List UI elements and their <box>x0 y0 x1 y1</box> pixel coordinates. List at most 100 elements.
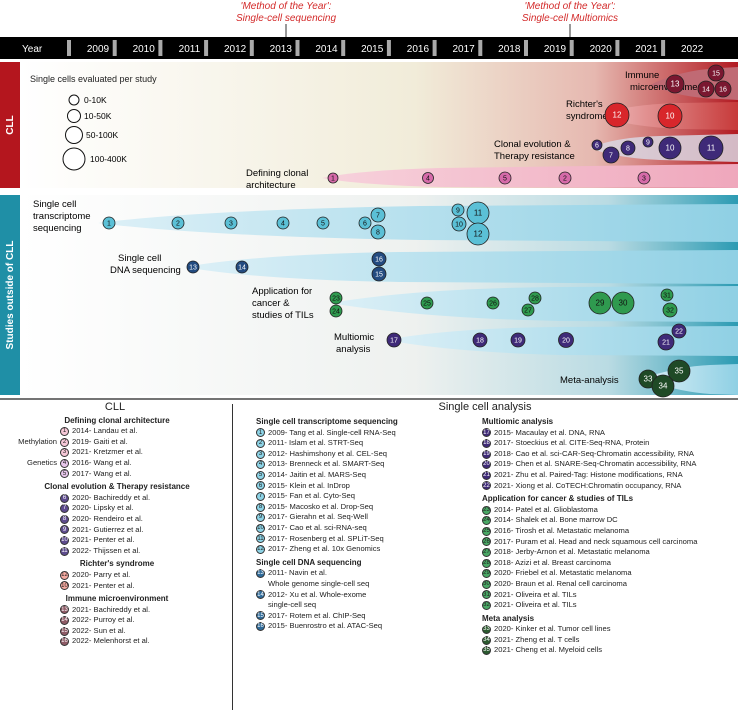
study-marker-label: 12 <box>474 230 483 239</box>
immune-label-1: Immune <box>625 70 659 81</box>
year-bar <box>0 37 738 59</box>
legend-number-11-icon: 11 <box>256 534 265 544</box>
sc-legend-text: 2017- Gierahn et al. Seq-Well <box>268 512 368 522</box>
study-marker-label: 6 <box>595 143 599 150</box>
cancer-label-2: cancer & <box>252 298 290 309</box>
study-marker-15: 15 <box>707 64 725 82</box>
legend-number-4-icon: 4 <box>60 458 69 468</box>
study-marker-label: 3 <box>229 221 233 228</box>
outside-side-label: Studies outside of CLL <box>5 241 16 350</box>
year-separator <box>204 40 209 56</box>
study-marker-7: 7 <box>370 207 386 223</box>
legend-number-12-icon: 12 <box>60 570 69 580</box>
legend-number-8-icon: 8 <box>256 502 265 512</box>
size-0-10k-icon <box>68 94 80 106</box>
size-100-400k-icon <box>62 147 86 171</box>
sc-legend-text: 2021- Xiong et al. CoTECH:Chromatin occu… <box>494 480 682 490</box>
cll-legend-text: 2022- Thijssen et al. <box>72 545 141 555</box>
study-marker-label: 23 <box>332 296 340 303</box>
year-separator <box>524 40 528 56</box>
year-separator <box>432 40 437 56</box>
sc-legend-text: 2017- Cao et al. sci-RNA-seq <box>268 522 367 532</box>
transcriptome-stream <box>98 204 738 242</box>
study-marker-label: 27 <box>524 308 532 315</box>
size-10-50k-label: 10-50K <box>84 111 112 121</box>
cll-side-band <box>0 62 20 188</box>
study-marker-label: 31 <box>663 293 671 300</box>
study-marker-label: 15 <box>712 71 720 78</box>
sc-legend-item-cont: Whole genome single-cell seq <box>256 579 476 590</box>
legend-number-6-icon: 6 <box>256 481 265 491</box>
study-marker-2: 2 <box>558 171 572 185</box>
study-marker-10: 10 <box>451 216 467 232</box>
study-marker-label: 7 <box>609 153 613 160</box>
study-marker-14: 14 <box>235 260 249 274</box>
legend-number-25-icon: 25 <box>482 526 491 536</box>
year-separator <box>67 40 71 56</box>
sc-legend-text: 2020- Braun et al. Renal cell carcinoma <box>494 578 627 588</box>
study-marker-3: 3 <box>224 216 238 230</box>
study-marker-label: 10 <box>666 112 675 121</box>
year-separator <box>341 40 346 56</box>
study-marker-label: 4 <box>281 221 285 228</box>
sc-legend-text: 2018- Azizi et al. Breast carcinoma <box>494 557 611 567</box>
size-10-50k-icon <box>67 109 81 123</box>
sc-group-title: Single cell DNA sequencing <box>256 557 362 567</box>
sc-legend-text: 2021- Oliveira et al. TILs <box>494 589 577 599</box>
study-marker-29: 29 <box>588 291 612 315</box>
study-marker-27: 27 <box>521 303 535 317</box>
year-bar-label: Year <box>22 44 43 55</box>
study-marker-label: 14 <box>238 265 246 272</box>
study-marker-1: 1 <box>102 216 116 230</box>
legend-number-14-icon: 14 <box>256 590 265 600</box>
sc-legend-text: 2021- Zhu et al. Paired-Tag: Histone mod… <box>494 469 683 479</box>
study-marker-label: 29 <box>596 299 605 308</box>
study-marker-label: 35 <box>675 367 684 376</box>
sc-legend-text: 2014- Patel et al. Glioblastoma <box>494 504 598 514</box>
year-separator <box>158 40 163 56</box>
study-marker-9: 9 <box>451 203 465 217</box>
sc-legend-text: 2020- Kinker et al. Tumor cell lines <box>494 624 611 634</box>
richter-label-2: syndrome <box>566 111 608 122</box>
study-marker-7: 7 <box>602 146 620 164</box>
sc-legend-text: 2017- Rotem et al. ChIP-Seq <box>268 610 366 620</box>
study-marker-label: 11 <box>707 144 716 153</box>
cll-group-title: Richter's syndrome <box>79 559 155 569</box>
dna-label-2: DNA sequencing <box>110 265 181 276</box>
year-separator <box>112 40 117 56</box>
legend-number-18-icon: 18 <box>482 438 491 448</box>
multiomic-label-2: analysis <box>336 344 371 355</box>
sc-legend-text: 2021- Zheng et al. T cells <box>494 634 580 644</box>
cll-legend-text: 2021- Kretzmer et al. <box>72 447 143 457</box>
year-label-2018: 2018 <box>498 44 521 55</box>
cll-legend-text: 2021- Bachireddy et al. <box>72 604 151 614</box>
study-marker-20: 20 <box>558 332 574 348</box>
study-marker-label: 5 <box>321 221 325 228</box>
study-marker-2: 2 <box>171 216 185 230</box>
legend-number-6-icon: 6 <box>60 493 69 503</box>
study-marker-10: 10 <box>658 136 682 160</box>
meta-label: Meta-analysis <box>560 375 619 386</box>
legend-number-15-icon: 15 <box>60 626 69 636</box>
sc-legend-text: 2012- Hashimshony et al. CEL-Seq <box>268 448 388 458</box>
richter-label-1: Richter's <box>566 99 603 110</box>
study-marker-12: 12 <box>466 222 490 246</box>
clonal-label-2: Therapy resistance <box>494 151 575 162</box>
sc-group-title: Multiomic analysis <box>482 417 554 426</box>
size-0-10k-label: 0-10K <box>84 95 107 105</box>
sc-legend-text: 2015- Macosko et al. Drop-Seq <box>268 501 374 511</box>
sc-legend-text: 2012- Xu et al. Whole-exome <box>268 589 367 599</box>
study-marker-34: 34 <box>651 374 675 398</box>
sc-legend-text: 2015- Klein et al. InDrop <box>268 480 350 490</box>
